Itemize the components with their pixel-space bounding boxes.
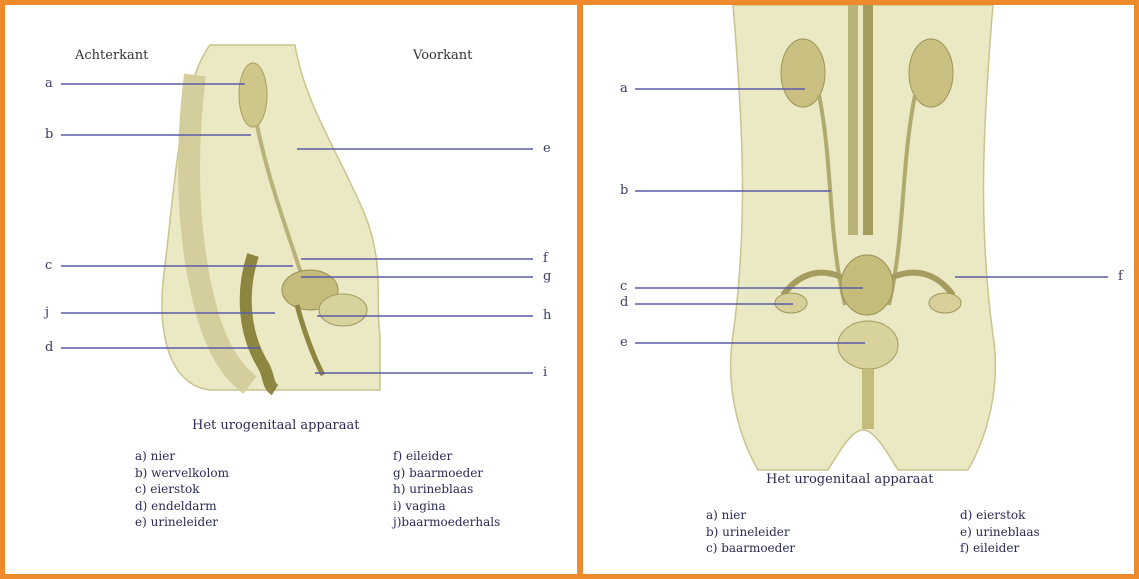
legend-item: j)baarmoederhals <box>393 514 500 531</box>
legend-column-2: f) eileider g) baarmoeder h) urineblaas … <box>393 448 500 531</box>
legend-item: e) urineleider <box>135 514 229 531</box>
legend-column-1: a) nier b) wervelkolom c) eierstok d) en… <box>135 448 229 531</box>
label-f: f <box>543 252 548 266</box>
legend-item: g) baarmoeder <box>393 465 500 482</box>
label-i: i <box>543 366 547 380</box>
legend-item: b) wervelkolom <box>135 465 229 482</box>
label-f: f <box>1118 270 1123 284</box>
legend-item: a) nier <box>135 448 229 465</box>
legend-item: c) baarmoeder <box>706 540 795 557</box>
label-a: a <box>45 77 53 91</box>
legend-item: e) urineblaas <box>960 524 1040 541</box>
label-d: d <box>620 296 628 310</box>
frontal-diagram-panel: a b c d e f Het urogenitaal apparaat a) … <box>578 0 1139 579</box>
label-e: e <box>543 142 551 156</box>
legend-item: f) eileider <box>393 448 500 465</box>
back-side-header: Achterkant <box>75 48 148 63</box>
label-j: j <box>45 306 49 320</box>
label-h: h <box>543 309 551 323</box>
label-d: d <box>45 341 53 355</box>
legend-item: d) eierstok <box>960 507 1040 524</box>
diagram-caption: Het urogenitaal apparaat <box>766 472 933 487</box>
diagram-caption: Het urogenitaal apparaat <box>192 418 359 433</box>
legend-item: a) nier <box>706 507 795 524</box>
legend-item: i) vagina <box>393 498 500 515</box>
legend-item: c) eierstok <box>135 481 229 498</box>
label-e: e <box>620 336 628 350</box>
legend-item: b) urineleider <box>706 524 795 541</box>
legend-column-2: d) eierstok e) urineblaas f) eileider <box>960 507 1040 557</box>
label-c: c <box>45 259 52 273</box>
label-b: b <box>45 128 53 142</box>
label-c: c <box>620 280 627 294</box>
legend-item: d) endeldarm <box>135 498 229 515</box>
label-b: b <box>620 184 628 198</box>
sagittal-diagram-panel: Achterkant Voorkant a b c j d e f g h i … <box>0 0 582 579</box>
legend-column-1: a) nier b) urineleider c) baarmoeder <box>706 507 795 557</box>
label-g: g <box>543 270 551 284</box>
label-a: a <box>620 82 628 96</box>
front-side-header: Voorkant <box>413 48 472 63</box>
frontal-illustration <box>583 5 1139 579</box>
legend-item: h) urineblaas <box>393 481 500 498</box>
legend-item: f) eileider <box>960 540 1040 557</box>
